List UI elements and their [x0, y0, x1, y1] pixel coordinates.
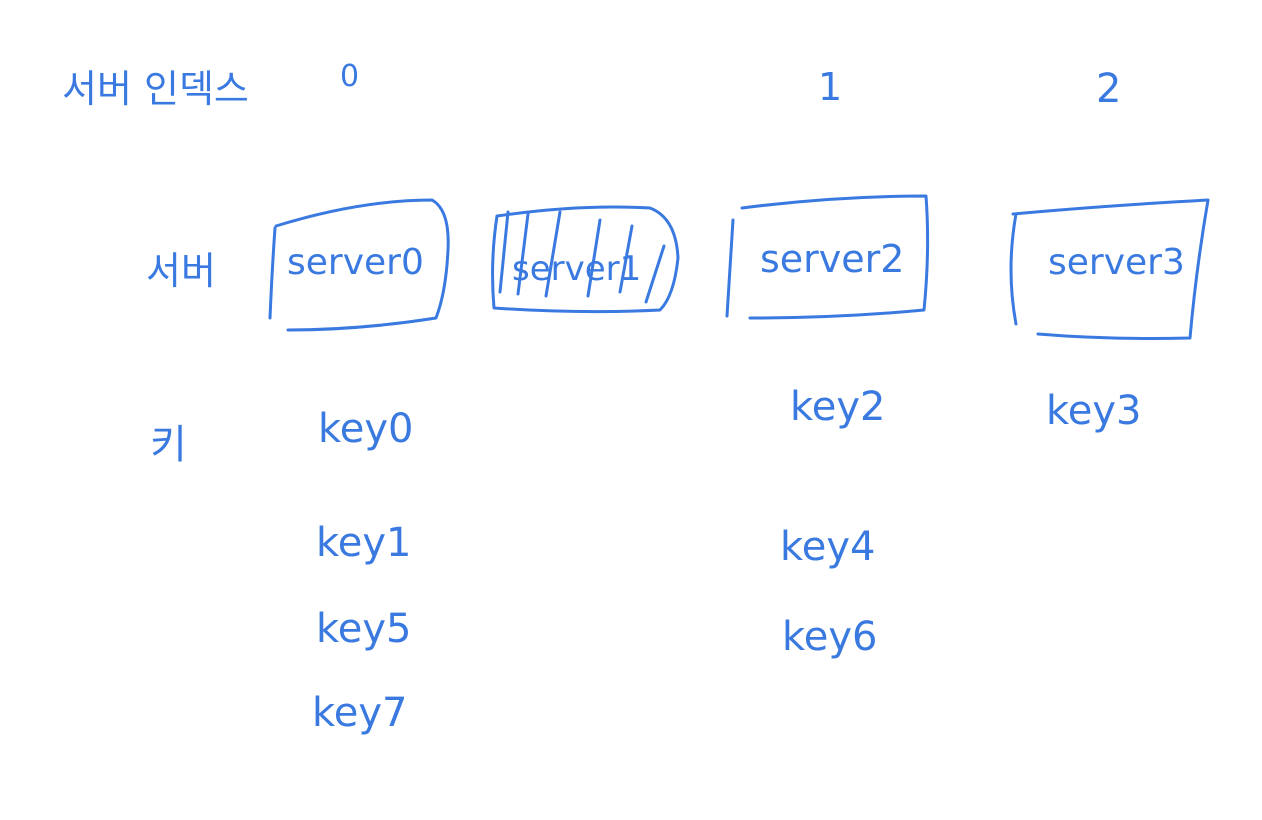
server-box-0-label: server0 — [287, 242, 424, 283]
index-0: 0 — [340, 59, 359, 94]
key-item-key7: key7 — [312, 690, 407, 736]
server-box-1: server1 — [491, 205, 680, 314]
key-row-label: 키 — [150, 422, 187, 468]
index-1: 1 — [818, 65, 842, 109]
key-item-key6: key6 — [782, 614, 877, 660]
server-box-1-strikethrough — [498, 210, 666, 304]
key-item-key1: key1 — [316, 520, 411, 566]
key-item-key2: key2 — [790, 384, 885, 430]
key-item-key4: key4 — [780, 524, 875, 570]
index-2: 2 — [1096, 66, 1121, 112]
server-box-3-label: server3 — [1048, 242, 1185, 283]
server-box-0: server0 — [268, 198, 450, 332]
server-box-1-outline — [491, 205, 680, 314]
server-box-3: server3 — [1009, 198, 1210, 340]
server-box-2-outline — [725, 194, 930, 320]
server-box-1-label: server1 — [512, 249, 641, 289]
key-item-key0: key0 — [318, 406, 413, 452]
server-box-3-outline — [1009, 198, 1210, 340]
key-item-key3: key3 — [1046, 388, 1141, 434]
index-header-label: 서버 인덱스 — [62, 67, 249, 111]
server-box-2: server2 — [725, 194, 930, 320]
key-item-key5: key5 — [316, 606, 411, 652]
server-box-2-label: server2 — [760, 237, 904, 281]
server-box-0-outline — [268, 198, 450, 332]
server-row-label: 서버 — [146, 249, 216, 293]
